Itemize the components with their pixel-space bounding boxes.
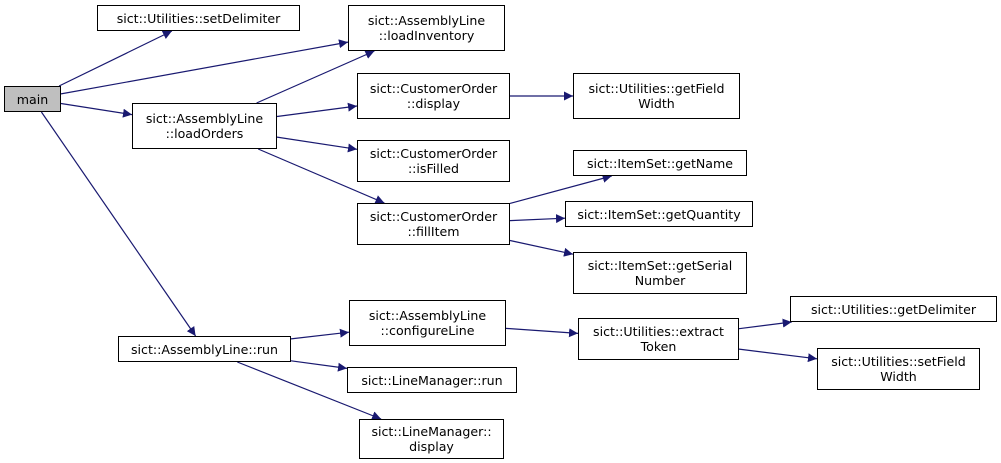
node-customer-order-display[interactable]: sict::CustomerOrder ::display	[357, 73, 510, 119]
node-label: sict::Utilities::getDelimiter	[810, 301, 977, 317]
edge-loadOrders-to-loadInventory	[256, 50, 375, 104]
edge-fillItem-to-getName	[509, 173, 612, 204]
node-label: ::display	[406, 96, 461, 111]
edge-fillItem-to-getQuantity	[509, 214, 566, 224]
node-label: ::loadOrders	[165, 126, 244, 141]
node-label: sict::AssemblyLine::run	[131, 341, 278, 357]
edge-extractToken-to-setFieldWidth	[738, 348, 818, 363]
node-label: sict::ItemSet::getName	[586, 155, 734, 171]
edge-main-to-alRun	[40, 111, 197, 337]
edge-extractToken-to-getDelimiter	[738, 318, 792, 330]
node-label: display	[409, 439, 454, 454]
node-label: sict::AssemblyLine	[145, 111, 264, 126]
node-main: main	[4, 86, 61, 112]
node-load-orders[interactable]: sict::AssemblyLine ::loadOrders	[132, 103, 277, 149]
node-line-manager-display[interactable]: sict::LineManager:: display	[359, 419, 504, 459]
node-get-field-width[interactable]: sict::Utilities::getField Width	[573, 73, 740, 119]
node-label: sict::CustomerOrder	[369, 146, 498, 161]
edge-alRun-to-lmDisplay	[237, 361, 382, 420]
node-label: sict::CustomerOrder	[369, 81, 498, 96]
node-is-filled[interactable]: sict::CustomerOrder ::isFilled	[357, 140, 510, 182]
node-label: sict::AssemblyLine	[367, 13, 486, 28]
node-label: sict::Utilities::setField	[831, 354, 966, 369]
edge-loadOrders-to-coDisplay	[276, 102, 358, 118]
node-load-inventory[interactable]: sict::AssemblyLine ::loadInventory	[348, 5, 505, 51]
edge-loadOrders-to-isFilled	[276, 136, 358, 153]
edge-main-to-loadOrders	[60, 102, 133, 118]
edge-loadOrders-to-fillItem	[257, 148, 385, 204]
node-get-quantity[interactable]: sict::ItemSet::getQuantity	[565, 201, 753, 227]
node-line-manager-run[interactable]: sict::LineManager::run	[347, 367, 517, 393]
node-label: sict::ItemSet::getQuantity	[577, 206, 741, 222]
edge-fillItem-to-getSerialNumber	[509, 239, 574, 257]
node-set-field-width[interactable]: sict::Utilities::setField Width	[817, 348, 980, 390]
node-set-delimiter[interactable]: sict::Utilities::setDelimiter	[97, 5, 300, 31]
node-label: sict::Utilities::setDelimiter	[116, 10, 281, 26]
node-label: sict::AssemblyLine	[368, 308, 487, 323]
edge-main-to-setDelimiter	[58, 30, 173, 87]
node-label: sict::CustomerOrder	[369, 209, 498, 224]
node-label: sict::LineManager::run	[361, 372, 503, 388]
node-get-name[interactable]: sict::ItemSet::getName	[573, 150, 747, 176]
node-assembly-line-run[interactable]: sict::AssemblyLine::run	[118, 336, 291, 362]
node-get-serial-number[interactable]: sict::ItemSet::getSerial Number	[573, 252, 747, 294]
node-label: Number	[634, 273, 686, 288]
node-label: sict::ItemSet::getSerial	[587, 258, 733, 273]
node-label: sict::LineManager::	[371, 424, 492, 439]
node-label: ::fillItem	[407, 224, 460, 239]
edge-main-to-loadInventory	[60, 39, 349, 95]
node-label: Width	[638, 96, 675, 111]
node-label: Width	[880, 369, 917, 384]
node-get-delimiter[interactable]: sict::Utilities::getDelimiter	[790, 296, 997, 322]
node-label: Token	[640, 339, 677, 354]
edge-alRun-to-lmRun	[290, 360, 348, 372]
node-label: ::configureLine	[380, 323, 475, 338]
node-label: main	[16, 91, 49, 107]
node-label: ::loadInventory	[378, 28, 475, 43]
node-fill-item[interactable]: sict::CustomerOrder ::fillItem	[357, 203, 510, 245]
edge-configureLine-to-extractToken	[505, 327, 579, 338]
edge-alRun-to-configureLine	[290, 328, 350, 340]
node-extract-token[interactable]: sict::Utilities::extract Token	[578, 318, 739, 360]
node-label: sict::Utilities::extract	[593, 324, 724, 339]
node-configure-line[interactable]: sict::AssemblyLine ::configureLine	[349, 300, 506, 346]
node-label: sict::Utilities::getField	[588, 81, 725, 96]
node-label: ::isFilled	[407, 161, 460, 176]
